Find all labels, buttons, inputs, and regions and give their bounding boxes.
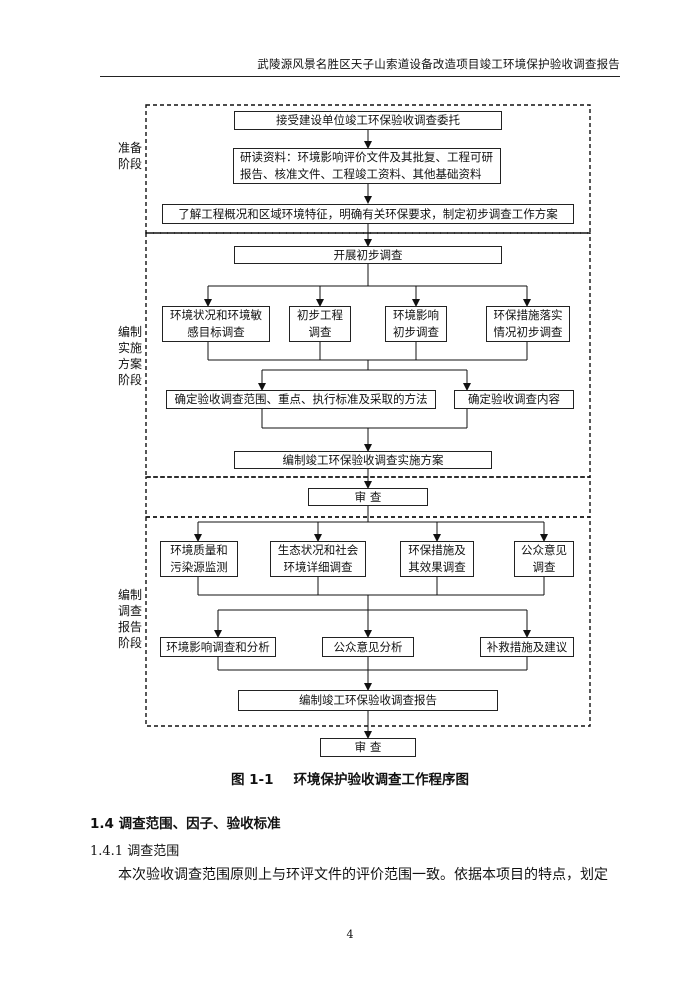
body-paragraph: 本次验收调查范围原则上与环评文件的评价范围一致。依据本项目的特点，划定 xyxy=(118,867,608,883)
box-compile-plan: 编制竣工环保验收调查实施方案 xyxy=(234,451,492,469)
box-public-analysis: 公众意见分析 xyxy=(322,637,414,657)
box-prelim-eng: 初步工程 调查 xyxy=(289,306,351,342)
figure-title: 环境保护验收调查工作程序图 xyxy=(293,772,470,788)
figure-caption: 图 1-1 环境保护验收调查工作程序图 xyxy=(0,768,700,788)
box-eco: 生态状况和社会 环境详细调查 xyxy=(270,541,366,577)
box-env-impact: 环境影响 初步调查 xyxy=(385,306,447,342)
box-compile-report: 编制竣工环保验收调查报告 xyxy=(238,690,498,711)
stage-label-report: 编制 调查 报告 阶段 xyxy=(117,588,142,650)
box-impact-analysis: 环境影响调查和分析 xyxy=(160,637,276,657)
running-header: 武陵源风景名胜区天子山索道设备改造项目竣工环境保护验收调查报告 xyxy=(257,57,620,71)
box-prelim: 开展初步调查 xyxy=(234,246,502,264)
box-measures: 环保措施落实 情况初步调查 xyxy=(486,306,570,342)
box-scope: 确定验收调查范围、重点、执行标准及采取的方法 xyxy=(166,390,436,409)
box-env-status: 环境状况和环境敏 感目标调查 xyxy=(162,306,270,342)
stage-label-prepare: 准备 阶段 xyxy=(117,141,142,171)
figure-number: 图 1-1 xyxy=(230,772,274,788)
box-review-2: 审 查 xyxy=(320,738,416,757)
box-study: 研读资料：环境影响评价文件及其批复、工程可研 报告、核准文件、工程竣工资料、其他… xyxy=(233,148,501,184)
box-remedy: 补救措施及建议 xyxy=(480,637,574,657)
stage-review-frame xyxy=(145,476,591,518)
page-number: 4 xyxy=(346,928,354,941)
box-understand: 了解工程概况和区域环境特征，明确有关环保要求，制定初步调查工作方案 xyxy=(162,204,574,224)
section-heading: 1.4 调查范围、因子、验收标准 xyxy=(90,816,281,832)
box-public: 公众意见 调查 xyxy=(514,541,574,577)
box-quality: 环境质量和 污染源监测 xyxy=(160,541,238,577)
box-entrust: 接受建设单位竣工环保验收调查委托 xyxy=(234,111,502,130)
box-effect: 环保措施及 其效果调查 xyxy=(400,541,474,577)
box-review-1: 审 查 xyxy=(308,488,428,506)
subsection-heading: 1.4.1 调查范围 xyxy=(90,844,180,859)
box-content: 确定验收调查内容 xyxy=(454,390,574,409)
stage-label-plan: 编制 实施 方案 阶段 xyxy=(117,325,142,387)
header-rule xyxy=(100,76,620,77)
